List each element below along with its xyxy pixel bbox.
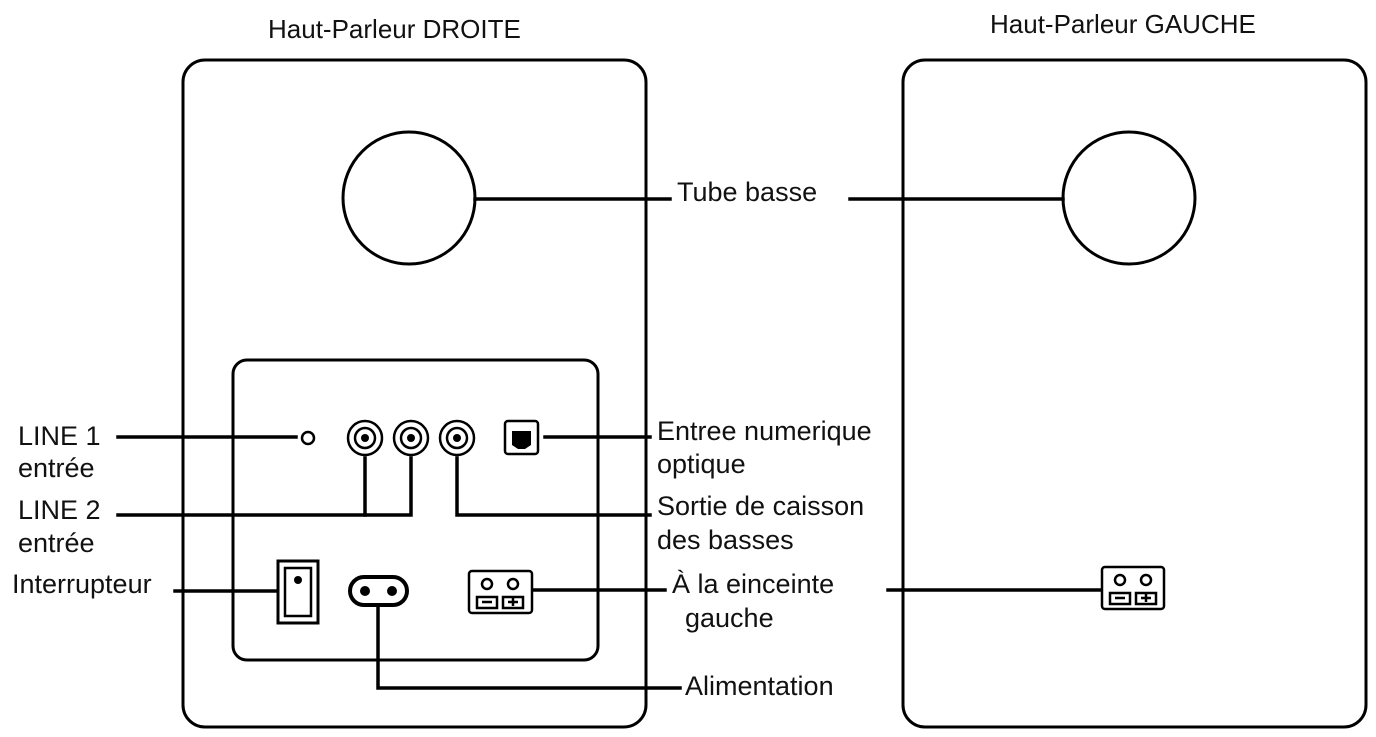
- enceinte-gauche-sub-label: gauche: [685, 603, 774, 633]
- optical-input-icon: [503, 419, 540, 456]
- entree-numerique-label: Entree numerique: [657, 416, 872, 446]
- tube-basse-label: Tube basse: [677, 177, 817, 207]
- right-speaker-cabinet: [181, 58, 648, 729]
- speaker-output-terminal-icon: [467, 569, 534, 615]
- line2-leader: [116, 456, 413, 517]
- line2-rca-jack-left-icon: [346, 419, 384, 457]
- line2-label: LINE 2: [18, 495, 101, 525]
- power-inlet-icon: [348, 575, 409, 607]
- right-speaker-title: Haut-Parleur DROITE: [268, 14, 521, 44]
- enceinte-gauche-label: À la einceinte: [672, 569, 834, 599]
- line1-sub-label: entrée: [18, 453, 95, 483]
- line1-label: LINE 1: [18, 421, 101, 451]
- alimentation-leader: [376, 605, 682, 690]
- subwoofer-rca-jack-icon: [438, 419, 476, 457]
- left-speaker-input-terminal-icon: [1100, 565, 1166, 611]
- right-bass-port: [341, 130, 477, 266]
- alimentation-label: Alimentation: [685, 671, 834, 701]
- connector-panel: [231, 358, 600, 662]
- sortie-caisson-sub-label: des basses: [657, 525, 794, 555]
- line2-rca-jack-right-icon: [392, 419, 430, 457]
- subwoofer-leader: [455, 456, 652, 517]
- entree-numerique-sub-label: optique: [657, 449, 746, 479]
- interrupteur-label: Interrupteur: [12, 569, 152, 599]
- line1-jack-icon: [300, 430, 316, 446]
- left-speaker-title: Haut-Parleur GAUCHE: [990, 9, 1256, 39]
- sortie-caisson-label: Sortie de caisson: [657, 491, 864, 521]
- left-bass-port: [1061, 130, 1197, 266]
- line2-sub-label: entrée: [18, 528, 95, 558]
- left-speaker-cabinet: [901, 58, 1368, 729]
- power-switch-icon: [276, 559, 320, 625]
